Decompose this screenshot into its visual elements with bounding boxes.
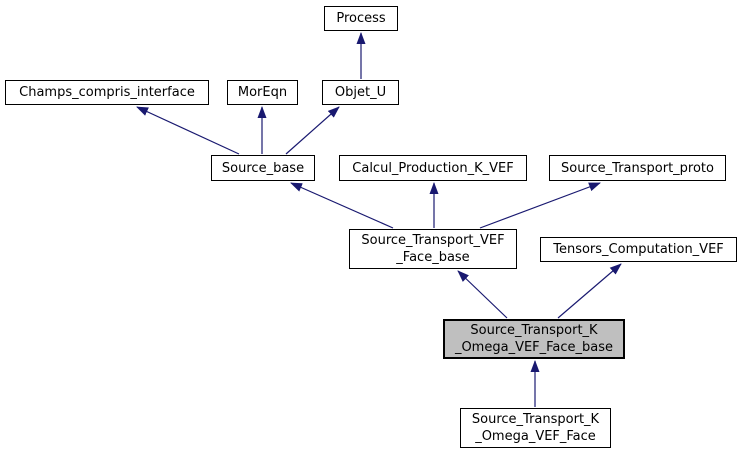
class-node-process[interactable]: Process: [324, 6, 398, 31]
class-node-source-transport-k-omega-vef-face-base: Source_Transport_K _Omega_VEF_Face_base: [443, 319, 625, 359]
class-node-champs-compris-interface[interactable]: Champs_compris_interface: [5, 80, 209, 105]
class-node-objet-u[interactable]: Objet_U: [322, 80, 399, 105]
inheritance-edge-source-transport-k-omega-vef-face-base-to-tensors-computation-vef: [557, 263, 622, 319]
class-node-source-base[interactable]: Source_base: [211, 155, 315, 181]
inheritance-edge-source-transport-vef-face-base-to-source-base: [290, 182, 394, 229]
inheritance-edge-source-transport-k-omega-vef-face-base-to-source-transport-vef-face-base: [457, 270, 508, 319]
class-node-tensors-computation-vef[interactable]: Tensors_Computation_VEF: [540, 237, 737, 262]
class-node-source-transport-vef-face-base[interactable]: Source_Transport_VEF _Face_base: [349, 229, 517, 269]
class-node-moreqn[interactable]: MorEqn: [227, 80, 298, 105]
class-node-calcul-production-k-vef[interactable]: Calcul_Production_K_VEF: [339, 155, 527, 181]
class-node-source-transport-proto[interactable]: Source_Transport_proto: [549, 155, 726, 181]
inheritance-edge-source-base-to-champs-compris-interface: [136, 106, 240, 155]
inheritance-edge-source-base-to-objet-u: [285, 106, 340, 155]
inheritance-edge-source-transport-vef-face-base-to-source-transport-proto: [479, 182, 601, 229]
class-node-source-transport-k-omega-vef-face[interactable]: Source_Transport_K _Omega_VEF_Face: [460, 408, 611, 448]
